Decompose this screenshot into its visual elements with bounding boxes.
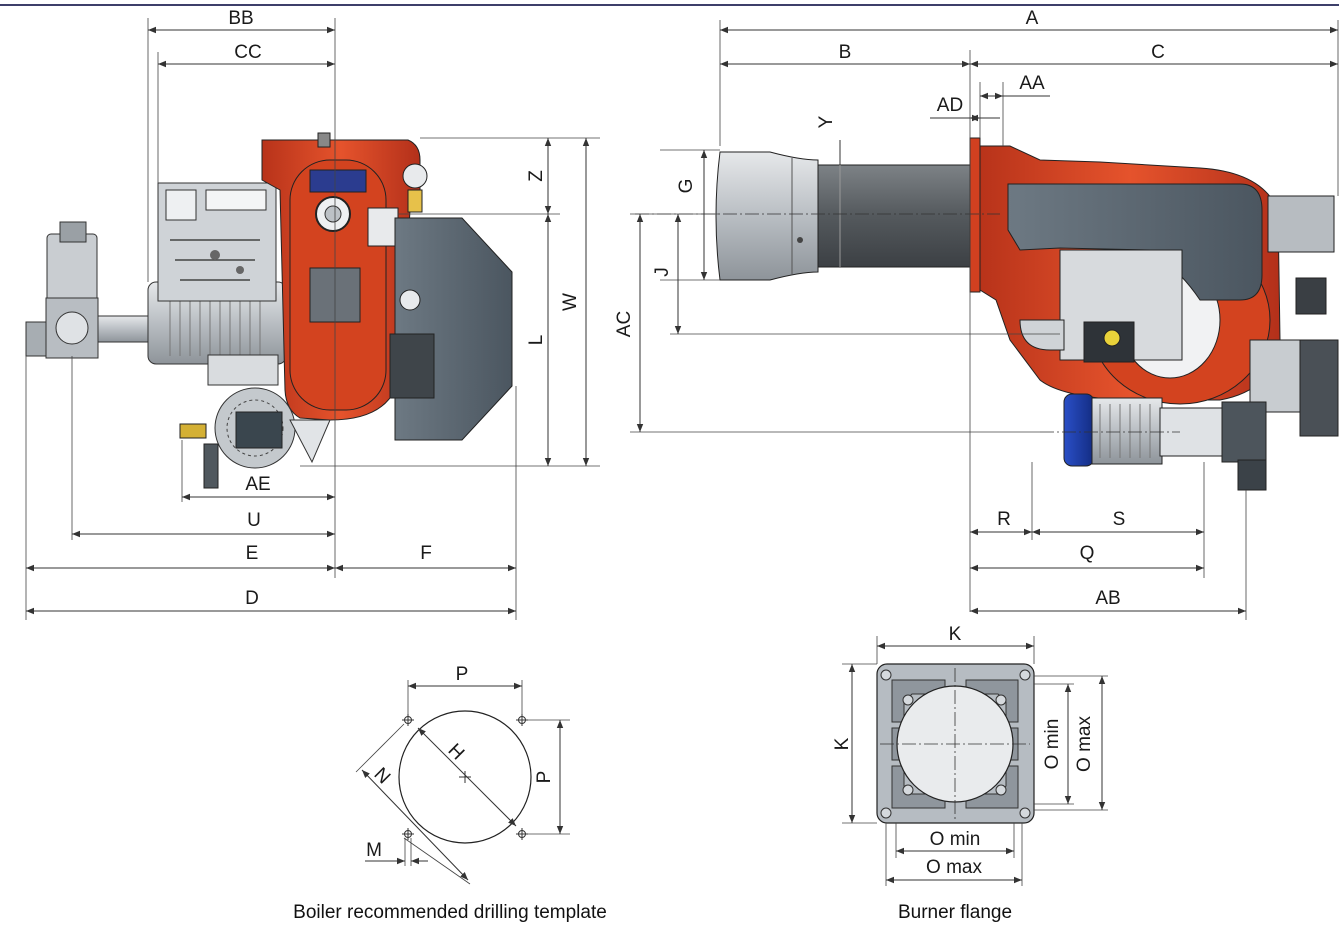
dim-F: F xyxy=(420,543,432,564)
dim-E: E xyxy=(246,543,259,564)
dim-Omax-side: O max xyxy=(1074,716,1095,772)
dim-P-side: P xyxy=(534,771,555,784)
pump-side xyxy=(179,354,331,489)
dim-Omax-bottom: O max xyxy=(926,857,982,878)
dim-U: U xyxy=(247,510,261,531)
dim-Omin-bottom: O min xyxy=(930,829,981,850)
dim-Q: Q xyxy=(1080,543,1095,564)
dim-K-side: K xyxy=(832,737,853,750)
dim-J: J xyxy=(652,267,673,277)
dim-Omin-side: O min xyxy=(1042,719,1063,770)
caption-burner-flange: Burner flange xyxy=(898,902,1012,923)
dim-S: S xyxy=(1113,509,1126,530)
dim-L: L xyxy=(526,335,547,346)
gas-actuator xyxy=(1019,249,1183,363)
dim-H: H xyxy=(444,740,469,765)
dim-K-top: K xyxy=(949,624,962,645)
dim-R: R xyxy=(997,509,1011,530)
rear-components xyxy=(1249,195,1339,437)
dim-AE: AE xyxy=(245,474,270,495)
burner-body-side xyxy=(261,132,428,421)
dim-C: C xyxy=(1151,42,1165,63)
gas-valve-train xyxy=(25,221,157,359)
dim-D: D xyxy=(245,588,259,609)
air-housing-side xyxy=(389,217,513,441)
dim-G: G xyxy=(676,179,697,194)
motor-top xyxy=(1063,393,1267,491)
side-view: BB CC Z W L AE U E F D xyxy=(25,8,600,620)
dim-AD: AD xyxy=(937,95,963,116)
top-view: A B C AA AD Y G J AC R S Q xyxy=(614,8,1339,620)
dim-Z: Z xyxy=(526,170,547,182)
burner-flange: K K O min O max O min O max Burner flang… xyxy=(832,624,1108,923)
dim-M: M xyxy=(366,840,382,861)
control-panel xyxy=(157,182,277,302)
dim-AA: AA xyxy=(1019,73,1045,94)
dim-AC: AC xyxy=(614,311,635,337)
dim-A: A xyxy=(1026,8,1039,29)
dim-BB: BB xyxy=(228,8,253,29)
drilling-template: P P H N M Boiler recommended drilling te… xyxy=(293,664,607,923)
dim-CC: CC xyxy=(234,42,261,63)
blast-tube xyxy=(715,151,973,281)
flange-plate xyxy=(969,137,981,293)
dim-AB: AB xyxy=(1095,588,1120,609)
bolt-hole-icon xyxy=(402,714,528,840)
dim-W: W xyxy=(560,293,581,311)
dim-P-top: P xyxy=(456,664,469,685)
caption-drilling-template: Boiler recommended drilling template xyxy=(293,902,607,923)
dim-Y: Y xyxy=(816,115,837,128)
dim-B: B xyxy=(839,42,852,63)
dim-N: N xyxy=(370,764,395,789)
